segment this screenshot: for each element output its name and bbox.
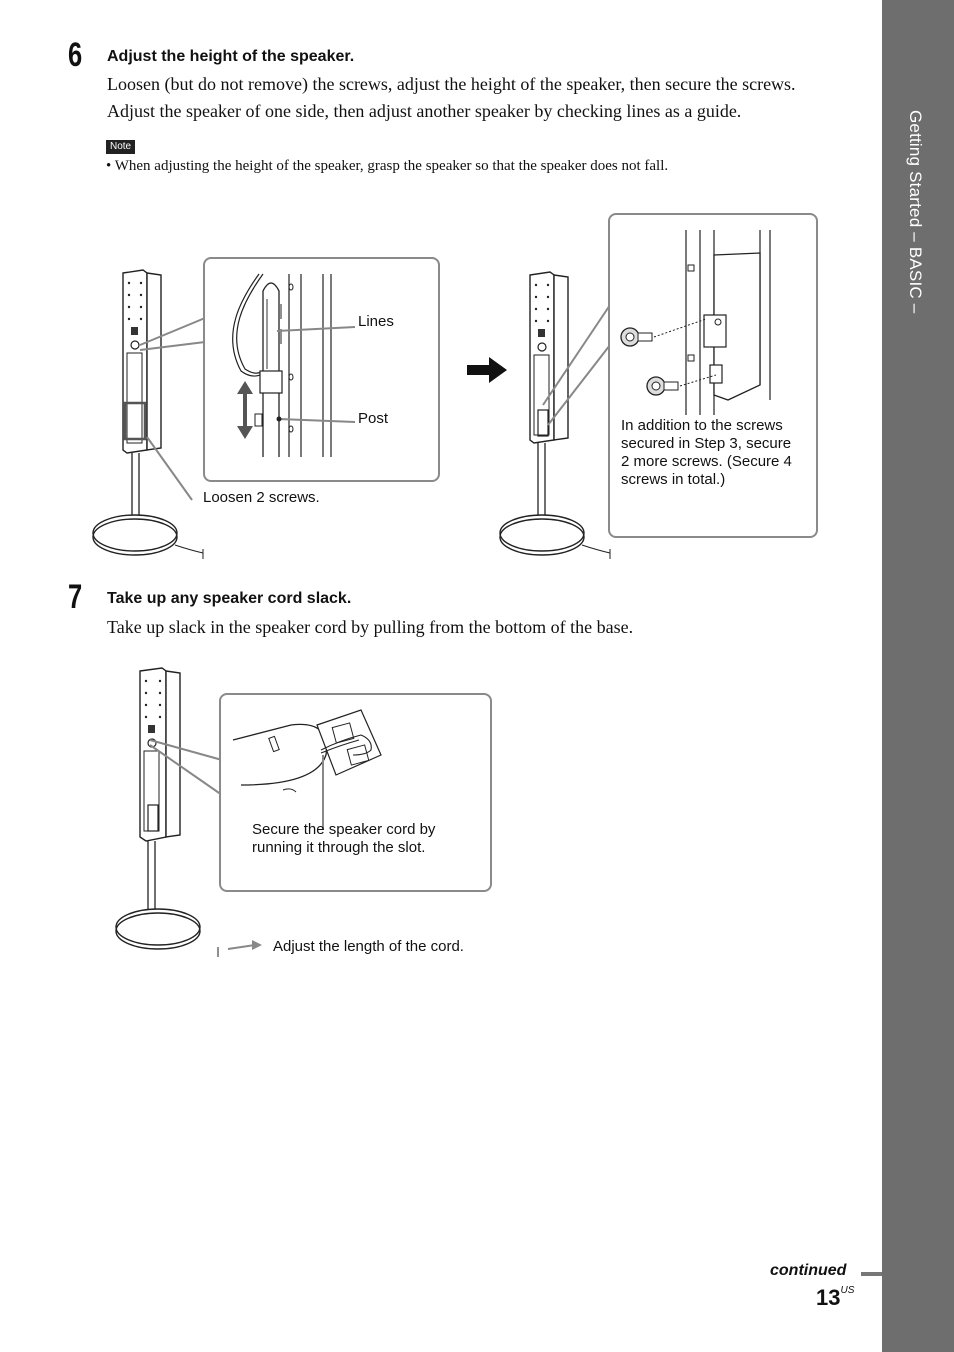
- cord-slot-closeup: [232, 709, 382, 830]
- page-number: 13US: [816, 1285, 854, 1311]
- step-7-number: 7: [68, 578, 83, 616]
- speaker-stand-left-illustration: [92, 269, 204, 559]
- page-number-value: 13: [816, 1285, 841, 1310]
- callout-adjust-cord: Adjust the length of the cord.: [273, 938, 464, 955]
- step-6-instruction-1: Loosen (but do not remove) the screws, a…: [107, 74, 796, 94]
- step-6-title: Adjust the height of the speaker.: [107, 48, 355, 65]
- step-7-title: Take up any speaker cord slack.: [107, 590, 352, 607]
- zoom-box-lines-post: [203, 257, 440, 482]
- screws-closeup: [620, 230, 771, 415]
- callout-secure-screws-3: 2 more screws. (Secure 4: [621, 453, 792, 470]
- sidebar-section-label: Getting Started – BASIC –: [906, 110, 925, 314]
- step-7-instruction: Take up slack in the speaker cord by pul…: [107, 617, 634, 637]
- callout-secure-screws-4: screws in total.): [621, 471, 726, 488]
- continued-label: continued: [770, 1262, 847, 1279]
- callout-secure-cord-1: Secure the speaker cord by: [252, 821, 436, 838]
- step-6-instruction-2: Adjust the speaker of one side, then adj…: [107, 101, 742, 121]
- callout-secure-screws-1: In addition to the screws: [621, 417, 783, 434]
- speaker-stand-cord-illustration: [115, 667, 262, 957]
- continued-bar: [861, 1272, 882, 1276]
- note-badge: Note: [106, 140, 136, 154]
- sidebar-tab: [882, 0, 954, 1352]
- step-6-number: 6: [68, 36, 83, 74]
- note-text: • When adjusting the height of the speak…: [106, 158, 669, 174]
- callout-secure-cord-2: running it through the slot.: [252, 839, 426, 856]
- arrow-right-icon: [467, 357, 507, 383]
- callout-secure-screws-2: secured in Step 3, secure: [621, 435, 792, 452]
- lines-post-closeup: [232, 273, 356, 457]
- page-number-suffix: US: [840, 1285, 855, 1296]
- callout-lines: Lines: [358, 313, 394, 330]
- callout-loosen-screws: Loosen 2 screws.: [203, 489, 320, 506]
- callout-post: Post: [358, 410, 389, 427]
- speaker-stand-right-illustration: [499, 271, 611, 559]
